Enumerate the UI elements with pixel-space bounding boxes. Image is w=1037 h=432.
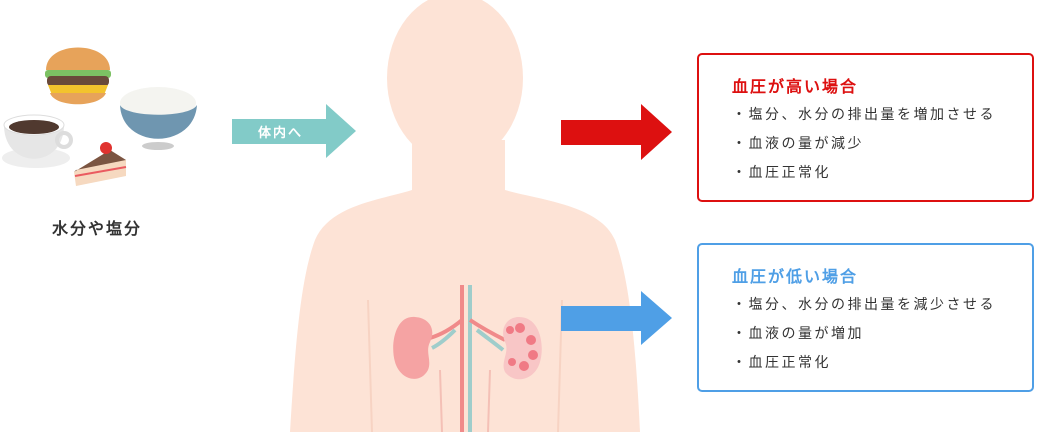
blood-vessels-icon	[429, 285, 506, 432]
low-pressure-arrow	[561, 291, 672, 345]
list-item: 塩分、水分の排出量を増加させる	[732, 105, 996, 134]
list-item: 塩分、水分の排出量を減少させる	[732, 295, 996, 324]
hamburger-icon	[45, 47, 111, 105]
food-label: 水分や塩分	[52, 219, 143, 238]
low-pressure-box: 血圧が低い場合 塩分、水分の排出量を減少させる 血液の量が増加 血圧正常化	[697, 243, 1034, 392]
low-pressure-title: 血圧が低い場合	[732, 267, 859, 286]
coffee-cup-icon	[2, 114, 73, 168]
list-item: 血液の量が減少	[732, 134, 996, 163]
low-pressure-list: 塩分、水分の排出量を減少させる 血液の量が増加 血圧正常化	[732, 295, 996, 382]
into-body-label: 体内へ	[258, 126, 304, 141]
left-kidney-icon	[393, 316, 433, 379]
human-body-silhouette	[290, 0, 640, 432]
high-pressure-arrow	[561, 104, 672, 160]
high-pressure-title: 血圧が高い場合	[732, 77, 859, 96]
into-body-arrow[interactable]	[232, 104, 356, 158]
right-kidney-icon	[503, 316, 542, 380]
list-item: 血圧正常化	[732, 163, 996, 192]
list-item: 血液の量が増加	[732, 324, 996, 353]
list-item: 血圧正常化	[732, 353, 996, 382]
rice-bowl-icon	[120, 87, 197, 150]
high-pressure-list: 塩分、水分の排出量を増加させる 血液の量が減少 血圧正常化	[732, 105, 996, 192]
high-pressure-box: 血圧が高い場合 塩分、水分の排出量を増加させる 血液の量が減少 血圧正常化	[697, 53, 1034, 202]
cake-icon	[74, 142, 127, 186]
